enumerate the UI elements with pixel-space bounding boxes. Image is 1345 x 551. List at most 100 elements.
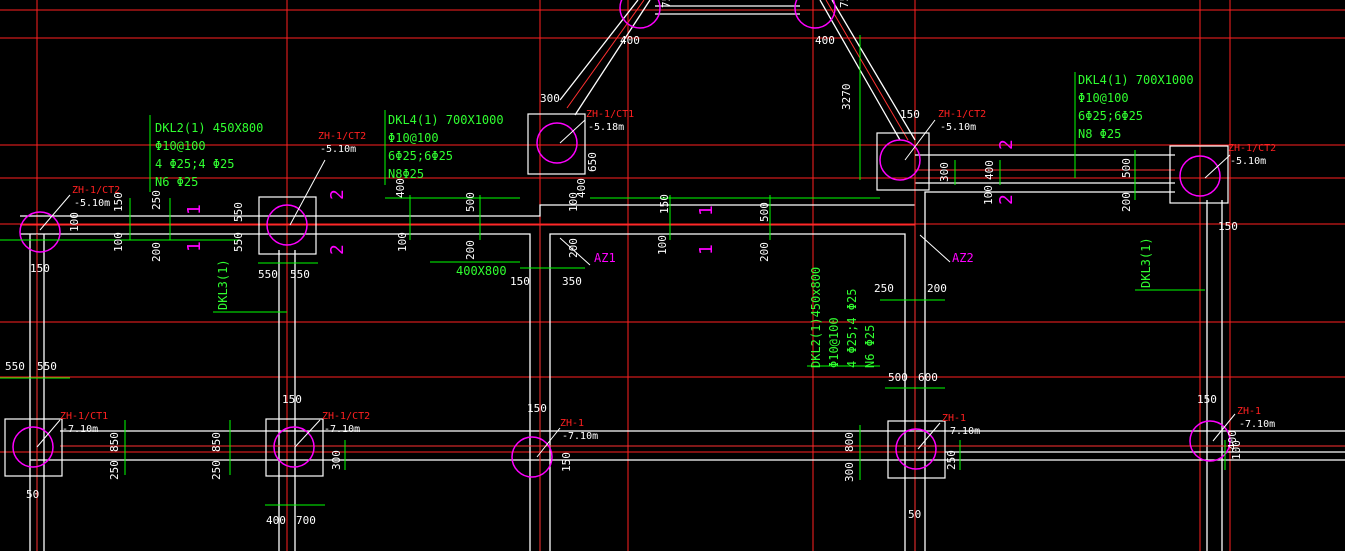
dimension-text-57: 50 xyxy=(26,488,39,501)
dimension-text-49: 150 xyxy=(1197,393,1217,406)
column-label-0: AZ1 xyxy=(594,251,616,265)
beam-label-1-line-2: 6Φ25;6Φ25 xyxy=(388,149,453,163)
pile-label-9-name: ZH-1 xyxy=(1237,406,1261,417)
dimension-text-4: 3270 xyxy=(840,84,853,111)
dimension-text-22: 550 xyxy=(258,268,278,281)
dimension-text-60: 50 xyxy=(908,508,921,521)
pile-caps xyxy=(4,113,1229,479)
dimension-text-12: 500 xyxy=(1120,158,1133,178)
dimension-text-24: 150 xyxy=(30,262,50,275)
dimension-text-29: 100 xyxy=(567,192,580,212)
dimension-text-17: 250 xyxy=(150,190,163,210)
dimension-text-34: 100 xyxy=(656,235,669,255)
beam-label-3-line-0: DKL2(1)450x800 xyxy=(809,267,823,368)
dimension-text-33: 150 xyxy=(658,194,671,214)
dimension-text-48: 150 xyxy=(560,452,573,472)
dimension-text-45: 250 xyxy=(210,460,223,480)
dimension-text-30: 200 xyxy=(567,238,580,258)
dimension-text-10: 300 xyxy=(938,162,951,182)
section-mark-6: 2 xyxy=(996,139,1017,150)
dimension-text-43: 850 xyxy=(108,432,121,452)
beams xyxy=(20,0,1345,551)
piles xyxy=(12,0,1231,478)
section-mark-4: 1 xyxy=(696,205,717,216)
dimension-text-8: 400 xyxy=(575,178,588,198)
dimension-text-44: 150 xyxy=(527,402,547,415)
dimension-text-32: 350 xyxy=(562,275,582,288)
pile-label-1-elev: -5.10m xyxy=(320,144,356,155)
beam-label-6-line-0: 400X800 xyxy=(456,264,507,278)
pile-label-6-elev: -7.10m xyxy=(324,424,360,435)
dimension-text-20: 550 xyxy=(232,202,245,222)
section-mark-5: 1 xyxy=(696,244,717,255)
pile-label-8-elev: -7.10m xyxy=(944,426,980,437)
section-mark-7: 2 xyxy=(996,194,1017,205)
dimension-text-13: 100 xyxy=(982,185,995,205)
text-column-labels: AZ1 AZ2 xyxy=(594,251,974,265)
pile-label-0-name: ZH-1/CT2 xyxy=(72,185,120,196)
beam-label-3-line-2: 4 Φ25;4 Φ25 xyxy=(845,289,859,368)
leader-lines xyxy=(36,119,1236,458)
beam-label-0-line-2: 4 Φ25;4 Φ25 xyxy=(155,157,234,171)
beam-label-0-line-1: Φ10@100 xyxy=(155,139,206,153)
pile-label-2-elev: -5.18m xyxy=(588,122,624,133)
dimension-text-3: 75 xyxy=(838,0,851,8)
text-pile-labels: ZH-1/CT2-5.10mZH-1/CT2-5.10mZH-1/CT1-5.1… xyxy=(60,109,1276,442)
dimension-text-52: 300 xyxy=(843,462,856,482)
pile-label-2-name: ZH-1/CT1 xyxy=(586,109,634,120)
dimension-text-40: 550 xyxy=(37,360,57,373)
dimension-text-41: 150 xyxy=(282,393,302,406)
dimension-text-54: 250 xyxy=(945,450,958,470)
dimension-text-11: 400 xyxy=(983,160,996,180)
dimension-text-55: 100 xyxy=(1230,440,1243,460)
dimension-text-31: 150 xyxy=(510,275,530,288)
dimension-text-59: 700 xyxy=(296,514,316,527)
dimension-lines xyxy=(0,35,1226,506)
dimension-text-23: 550 xyxy=(290,268,310,281)
dimension-text-21: 550 xyxy=(232,232,245,252)
dimension-text-19: 200 xyxy=(150,242,163,262)
section-mark-3: 2 xyxy=(327,244,348,255)
section-mark-0: 1 xyxy=(184,204,205,215)
dimension-text-50: 500 xyxy=(888,371,908,384)
pile-label-5-elev: -7.10m xyxy=(62,424,98,435)
beam-label-1-line-0: DKL4(1) 700X1000 xyxy=(388,113,504,127)
dimension-text-25: 100 xyxy=(396,232,409,252)
beam-label-2-line-2: 6Φ25;6Φ25 xyxy=(1078,109,1143,123)
beam-label-4-line-0: DKL3(1) xyxy=(216,259,230,310)
dimension-text-0: 400 xyxy=(620,34,640,47)
dimension-text-46: 850 xyxy=(210,432,223,452)
dimension-text-35: 500 xyxy=(758,202,771,222)
dimension-text-16: 150 xyxy=(112,192,125,212)
section-mark-2: 2 xyxy=(327,189,348,200)
dimension-text-27: 400 xyxy=(394,178,407,198)
column-label-1: AZ2 xyxy=(952,251,974,265)
pile-label-4-elev: -5.10m xyxy=(1230,156,1266,167)
dimension-text-1: 75 xyxy=(660,0,673,8)
beam-label-2-line-1: Φ10@100 xyxy=(1078,91,1129,105)
dimension-text-6: 150 xyxy=(900,108,920,121)
pile-label-7-elev: -7.10m xyxy=(562,431,598,442)
dimension-text-36: 200 xyxy=(758,242,771,262)
dimension-text-18: 100 xyxy=(68,212,81,232)
section-mark-1: 1 xyxy=(184,241,205,252)
beam-label-0-line-3: N6 Φ25 xyxy=(155,175,198,189)
pile-label-4-name: ZH-1/CT2 xyxy=(1228,143,1276,154)
pile-label-3-elev: -5.10m xyxy=(940,122,976,133)
pile-label-7-name: ZH-1 xyxy=(560,418,584,429)
beam-label-2-line-3: N8 Φ25 xyxy=(1078,127,1121,141)
dimension-text-38: 200 xyxy=(927,282,947,295)
dimension-text-26: 200 xyxy=(464,240,477,260)
dimension-text-39: 550 xyxy=(5,360,25,373)
beam-label-0-line-0: DKL2(1) 450X800 xyxy=(155,121,263,135)
dimension-text-56: 400 xyxy=(1226,430,1239,450)
dimension-text-53: 800 xyxy=(843,432,856,452)
beam-label-1-line-3: N8Φ25 xyxy=(388,167,424,181)
dimension-text-15: 100 xyxy=(112,232,125,252)
pile-label-1-name: ZH-1/CT2 xyxy=(318,131,366,142)
beam-label-2-line-0: DKL4(1) 700X1000 xyxy=(1078,73,1194,87)
